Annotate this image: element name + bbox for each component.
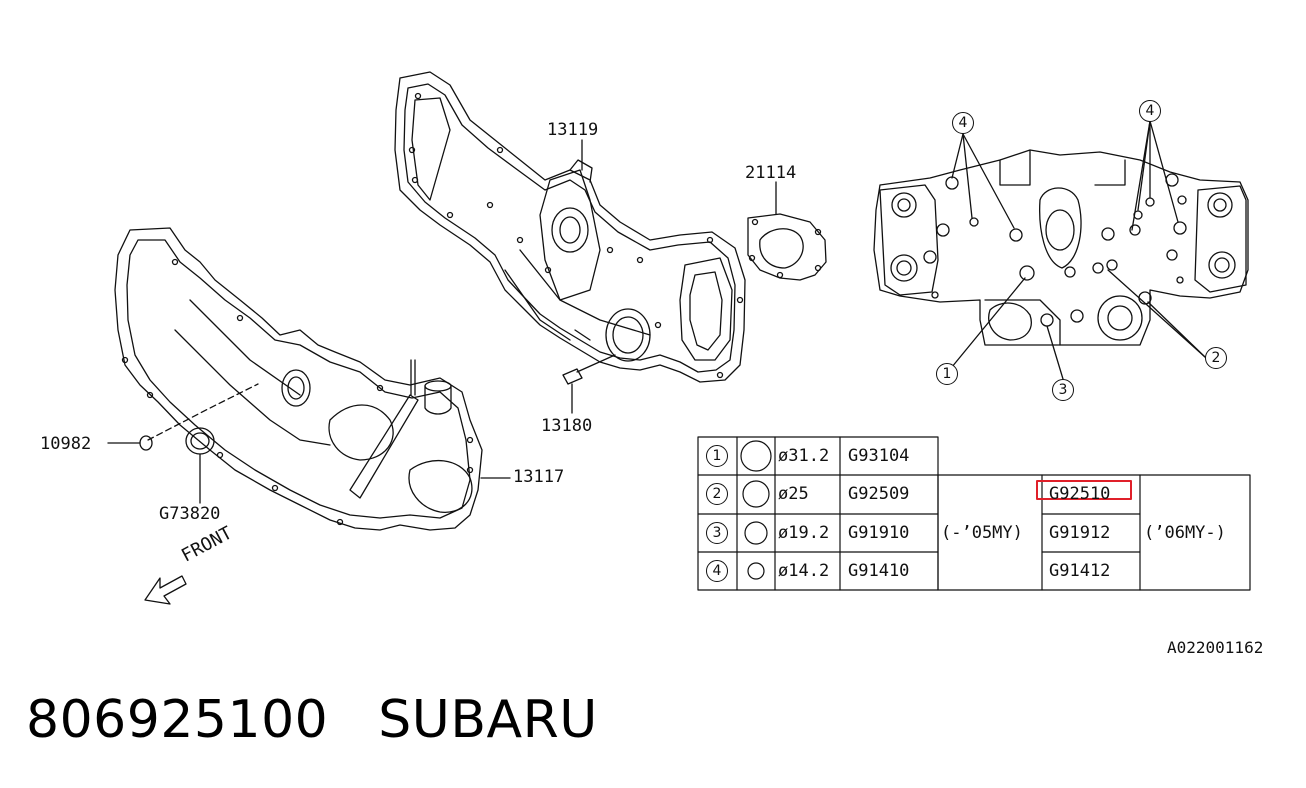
ref-num-1: 1: [936, 363, 958, 385]
oil-seal-g73820: [185, 427, 215, 504]
table-row-1-num: 1: [706, 445, 728, 467]
table-row-3-part-a: G91910: [848, 523, 910, 543]
table-row-2-diameter: ø25: [778, 484, 809, 504]
callout-21114: 21114: [745, 163, 797, 183]
callout-13180: 13180: [541, 416, 593, 436]
reference-table-grid: [697, 436, 1251, 591]
front-arrow-icon: [144, 575, 187, 605]
callout-13117: 13117: [513, 467, 565, 487]
ref-num-3: 3: [1052, 379, 1074, 401]
table-row-4-diameter: ø14.2: [778, 561, 830, 581]
diagram-id: A022001162: [1167, 638, 1264, 657]
timing-cover-rear: [394, 71, 746, 385]
table-row-4-part-b: G91412: [1049, 561, 1111, 581]
callout-13119: 13119: [547, 120, 599, 140]
engine-block: [873, 120, 1249, 380]
page-title: 806925100 SUBARU: [26, 690, 598, 750]
o-ring-19-icon: [744, 521, 768, 545]
ref-num-4-left: 4: [952, 112, 974, 134]
timing-cover-front: [114, 227, 483, 531]
table-row-3-num: 3: [706, 522, 728, 544]
table-row-4-part-a: G91410: [848, 561, 910, 581]
o-ring-31-icon: [740, 440, 772, 472]
table-row-3-diameter: ø19.2: [778, 523, 830, 543]
callout-g73820: G73820: [159, 504, 221, 524]
table-row-1-diameter: ø31.2: [778, 446, 830, 466]
o-ring-14-icon: [747, 562, 765, 580]
o-ring-25-icon: [742, 480, 770, 508]
ref-num-2: 2: [1205, 347, 1227, 369]
part-number: 806925100: [26, 690, 329, 750]
callout-10982: 10982: [40, 434, 92, 454]
table-row-2-part-b-highlighted[interactable]: G92510: [1049, 484, 1111, 504]
table-row-2-part-a: G92509: [848, 484, 910, 504]
table-range-b: (’06MY-): [1144, 523, 1226, 543]
plug-10982: [107, 435, 153, 451]
table-row-3-part-b: G91912: [1049, 523, 1111, 543]
highlight-box: [1036, 480, 1132, 500]
table-row-1-part-a: G93104: [848, 446, 910, 466]
table-row-4-num: 4: [706, 560, 728, 582]
table-range-a: (-’05MY): [941, 523, 1023, 543]
brand-name: SUBARU: [378, 690, 598, 750]
ref-num-4-right: 4: [1139, 100, 1161, 122]
table-row-2-num: 2: [706, 483, 728, 505]
water-pump-gasket: [747, 213, 827, 281]
